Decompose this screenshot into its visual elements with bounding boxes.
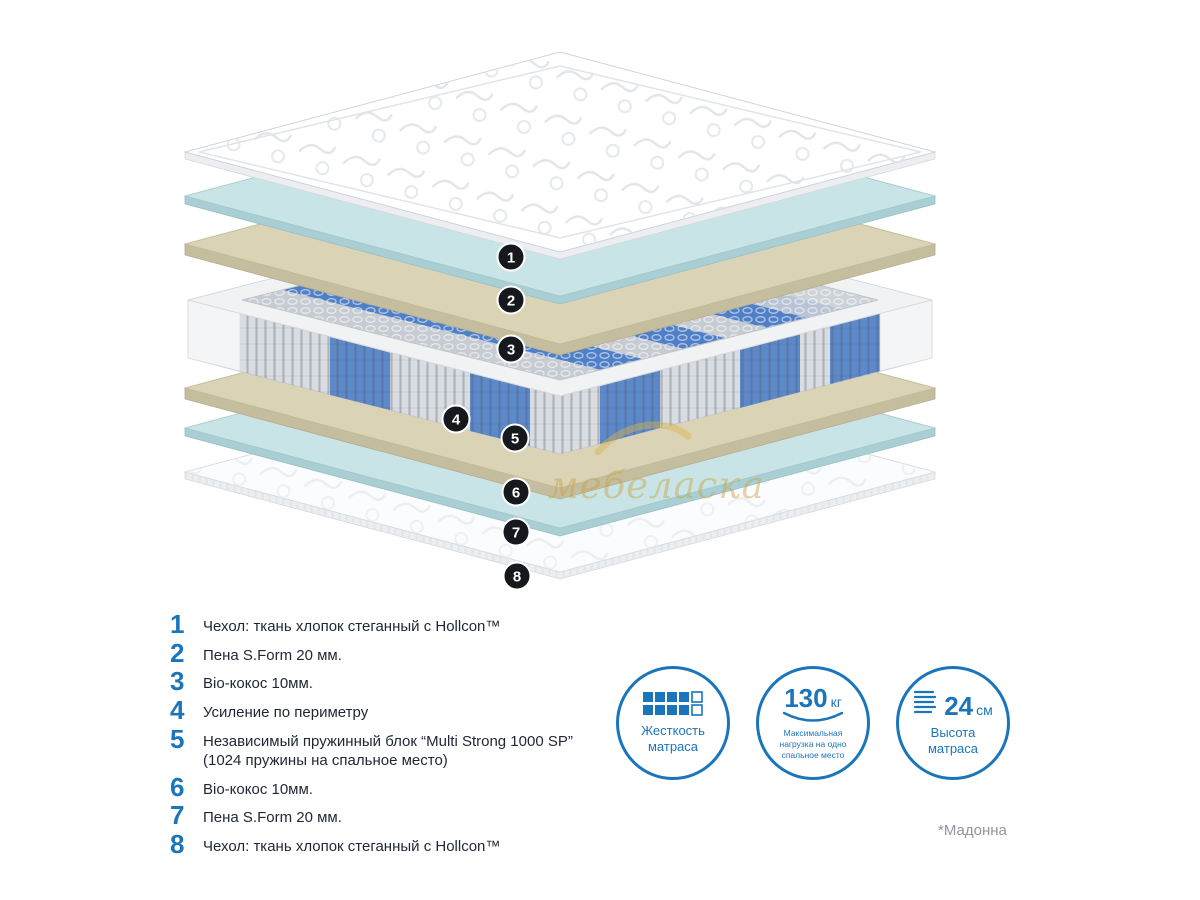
svg-text:5: 5 (511, 431, 519, 448)
height-icon (913, 689, 937, 715)
legend-text: Bio-кокос 10мм. (203, 780, 313, 798)
legend-row: 4 Усиление по периметру (170, 695, 650, 726)
badge-load-unit: кг (830, 693, 842, 710)
marker-7: 7 (501, 517, 531, 547)
marker-6: 6 (501, 477, 531, 507)
svg-text:6: 6 (512, 485, 520, 502)
badge-load-label: Максимальная нагрузка на одно спальное м… (779, 727, 847, 761)
legend-number: 1 (170, 609, 185, 639)
badge-hardness-label: Жесткость матраса (641, 723, 705, 754)
legend-number: 3 (170, 666, 185, 697)
legend-text: Усиление по периметру (203, 704, 369, 722)
legend-row: 5 Независимый пружинный блок “Multi Stro… (170, 723, 650, 771)
badge-load-value: 130 (784, 682, 828, 713)
legend-row: 7 Пена S.Form 20 мм. (170, 800, 650, 831)
legend-text: Пена S.Form 20 мм. (203, 809, 342, 827)
badge-height-value: 24 (944, 691, 974, 722)
legend-row: 1 Чехол: ткань хлопок стеганный с Hollco… (170, 609, 650, 639)
marker-5: 5 (500, 423, 530, 453)
load-curve-icon (780, 711, 846, 724)
badge-hardness: Жесткость матраса (616, 666, 730, 780)
badge-height-label: Высота матраса (927, 725, 979, 756)
legend-text: Независимый пружинный блок “Multi Strong… (203, 727, 573, 771)
mattress-diagram: мебеласка 1 2 3 4 5 (183, 51, 937, 591)
legend-number: 4 (170, 695, 185, 726)
svg-text:8: 8 (513, 569, 521, 586)
svg-text:4: 4 (452, 412, 461, 429)
svg-text:7: 7 (512, 525, 520, 542)
brand-watermark: мебеласка (548, 421, 765, 507)
marker-4: 4 (441, 404, 471, 434)
legend-number: 8 (170, 829, 185, 860)
feature-badges: Жесткость матраса 130 кг Максимальная на… (616, 666, 1010, 780)
legend-text-line2: (1024 пружины на спальное место) (203, 752, 448, 770)
svg-text:2: 2 (507, 293, 515, 310)
legend-text-line1: Независимый пружинный блок “Multi Strong… (203, 732, 573, 750)
marker-2: 2 (496, 285, 526, 315)
svg-text:3: 3 (507, 342, 515, 359)
legend-number: 7 (170, 800, 185, 831)
legend-text: Bio-кокос 10мм. (203, 675, 313, 693)
hardness-scale-icon (642, 691, 704, 717)
badge-height-unit: см (976, 702, 993, 719)
legend-text: Чехол: ткань хлопок стеганный с Hollcon™ (203, 618, 501, 635)
legend-text: Чехол: ткань хлопок стеганный с Hollcon™ (203, 838, 501, 856)
layer-1-quilted-cover (183, 51, 937, 260)
badge-height: 24 см Высота матраса (896, 666, 1010, 780)
legend-number: 2 (170, 637, 185, 668)
legend-row: 2 Пена S.Form 20 мм. (170, 637, 650, 668)
legend-number: 6 (170, 771, 185, 802)
badge-max-load: 130 кг Максимальная нагрузка на одно спа… (756, 666, 870, 780)
legend-text: Пена S.Form 20 мм. (203, 646, 342, 664)
layer-markers: 1 2 3 4 5 6 7 (441, 242, 532, 591)
legend: 1 Чехол: ткань хлопок стеганный с Hollco… (170, 609, 650, 860)
legend-row: 8 Чехол: ткань хлопок стеганный с Hollco… (170, 829, 650, 860)
svg-text:мебеласка: мебеласка (548, 464, 765, 507)
footnote-model-name: *Мадонна (938, 822, 1007, 839)
marker-3: 3 (496, 334, 526, 364)
svg-text:1: 1 (507, 250, 515, 267)
marker-8: 8 (502, 561, 532, 591)
legend-row: 3 Bio-кокос 10мм. (170, 666, 650, 697)
legend-row: 6 Bio-кокос 10мм. (170, 771, 650, 802)
marker-1: 1 (496, 242, 526, 272)
legend-number: 5 (170, 723, 185, 754)
